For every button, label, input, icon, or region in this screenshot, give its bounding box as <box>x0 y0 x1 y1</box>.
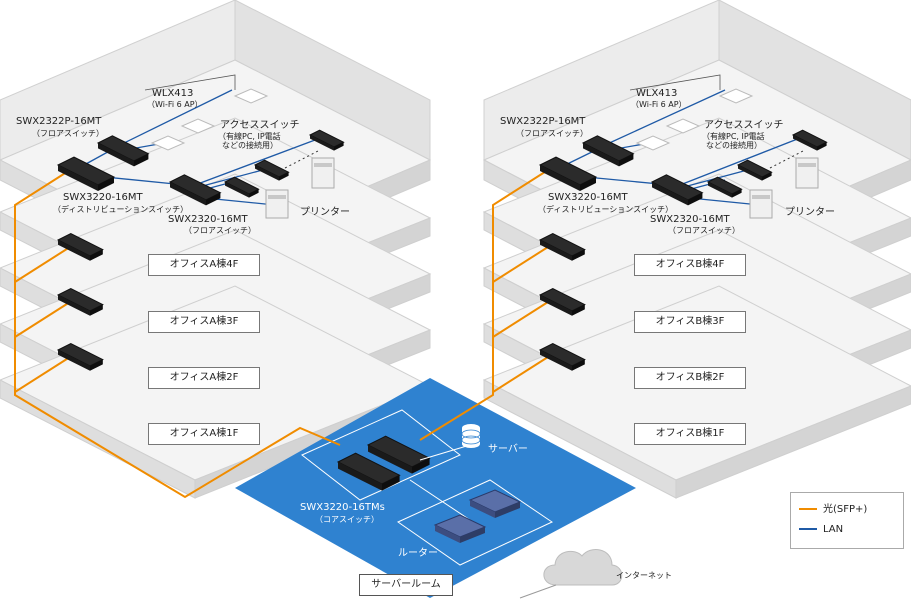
legend-lan-label: LAN <box>823 524 844 535</box>
b-swx2322-name: SWX2322P-16MT <box>500 116 586 127</box>
switch-icon <box>56 288 104 316</box>
printer-icon <box>265 157 819 219</box>
b-swx3220-name: SWX3220-16MT <box>548 192 628 203</box>
switch-icon <box>706 176 743 198</box>
access-point-icon <box>150 88 754 151</box>
a-ap-role: （Wi-Fi 6 AP） <box>147 100 203 109</box>
a-floor-1f: オフィスA棟1F <box>148 423 260 445</box>
legend-lan: LAN <box>799 523 843 537</box>
switch-icon <box>791 129 828 151</box>
b-access-role-2: などの接続用） <box>706 141 762 150</box>
server-label: サーバー <box>488 444 528 455</box>
switch-icon <box>336 452 401 491</box>
switch-icon <box>56 156 116 191</box>
switch-icon <box>736 159 773 181</box>
a-swx2322-name: SWX2322P-16MT <box>16 116 102 127</box>
a-swx2320-name: SWX2320-16MT <box>168 214 248 225</box>
internet-label: インターネット <box>616 571 672 580</box>
switch-icon <box>223 176 260 198</box>
switch-icon <box>581 135 635 167</box>
b-swx2320-name: SWX2320-16MT <box>650 214 730 225</box>
b-swx2322-role: （フロアスイッチ） <box>516 129 588 138</box>
server-icon <box>461 424 481 448</box>
b-printer-label: プリンター <box>785 207 835 218</box>
b-ap-name: WLX413 <box>636 88 678 99</box>
switch-icon <box>538 156 598 191</box>
a-ap-name: WLX413 <box>152 88 194 99</box>
switch-icon <box>650 174 704 206</box>
b-ap-role: （Wi-Fi 6 AP） <box>631 100 687 109</box>
switch-icon <box>538 343 586 371</box>
router-label: ルーター <box>398 548 438 559</box>
fiber-swatch <box>799 508 817 510</box>
a-swx2322-role: （フロアスイッチ） <box>32 129 104 138</box>
b-access-name: アクセススイッチ <box>704 120 784 131</box>
b-floor-3f: オフィスB棟3F <box>634 311 746 333</box>
server-room-label: サーバールーム <box>359 574 453 596</box>
a-access-role-1: （有線PC, IP電話 <box>218 132 281 141</box>
lan-links-a <box>74 89 316 206</box>
switch-icon <box>538 233 586 261</box>
fiber-links <box>14 169 549 499</box>
b-floor-2f: オフィスB棟2F <box>634 367 746 389</box>
b-floor-1f: オフィスB棟1F <box>634 423 746 445</box>
switch-icon <box>56 343 104 371</box>
a-floor-4f: オフィスA棟4F <box>148 254 260 276</box>
router-icon <box>433 489 522 543</box>
a-access-role-2: などの接続用） <box>222 141 278 150</box>
b-floor-4f: オフィスB棟4F <box>634 254 746 276</box>
switch-icon <box>538 288 586 316</box>
a-swx2320-role: （フロアスイッチ） <box>184 226 256 235</box>
switch-icon <box>96 135 150 167</box>
switch-icon <box>308 129 345 151</box>
switch-icon <box>253 159 290 181</box>
a-floor-2f: オフィスA棟2F <box>148 367 260 389</box>
server-room-links <box>409 444 471 521</box>
a-floor-3f: オフィスA棟3F <box>148 311 260 333</box>
legend: 光(SFP+) LAN <box>790 492 904 549</box>
switch-icon <box>168 174 222 206</box>
core-switch-role: （コアスイッチ） <box>315 515 379 524</box>
a-access-name: アクセススイッチ <box>220 120 300 131</box>
a-swx3220-role: （ディストリビューションスイッチ） <box>53 205 189 214</box>
switch-icon <box>56 233 104 261</box>
b-swx2320-role: （フロアスイッチ） <box>668 226 740 235</box>
legend-fiber: 光(SFP+) <box>799 503 867 517</box>
b-swx3220-role: （ディストリビューションスイッチ） <box>538 205 674 214</box>
server-room-platform <box>235 378 636 598</box>
a-printer-label: プリンター <box>300 207 350 218</box>
legend-fiber-label: 光(SFP+) <box>823 504 868 515</box>
cloud-icon <box>519 549 623 599</box>
b-access-role-1: （有線PC, IP電話 <box>702 132 765 141</box>
a-swx3220-name: SWX3220-16MT <box>63 192 143 203</box>
core-switch-name: SWX3220-16TMs <box>300 502 385 513</box>
lan-swatch <box>799 528 817 530</box>
switch-icon <box>366 435 431 474</box>
dotted-links <box>284 149 806 169</box>
leader-lines <box>144 74 721 91</box>
